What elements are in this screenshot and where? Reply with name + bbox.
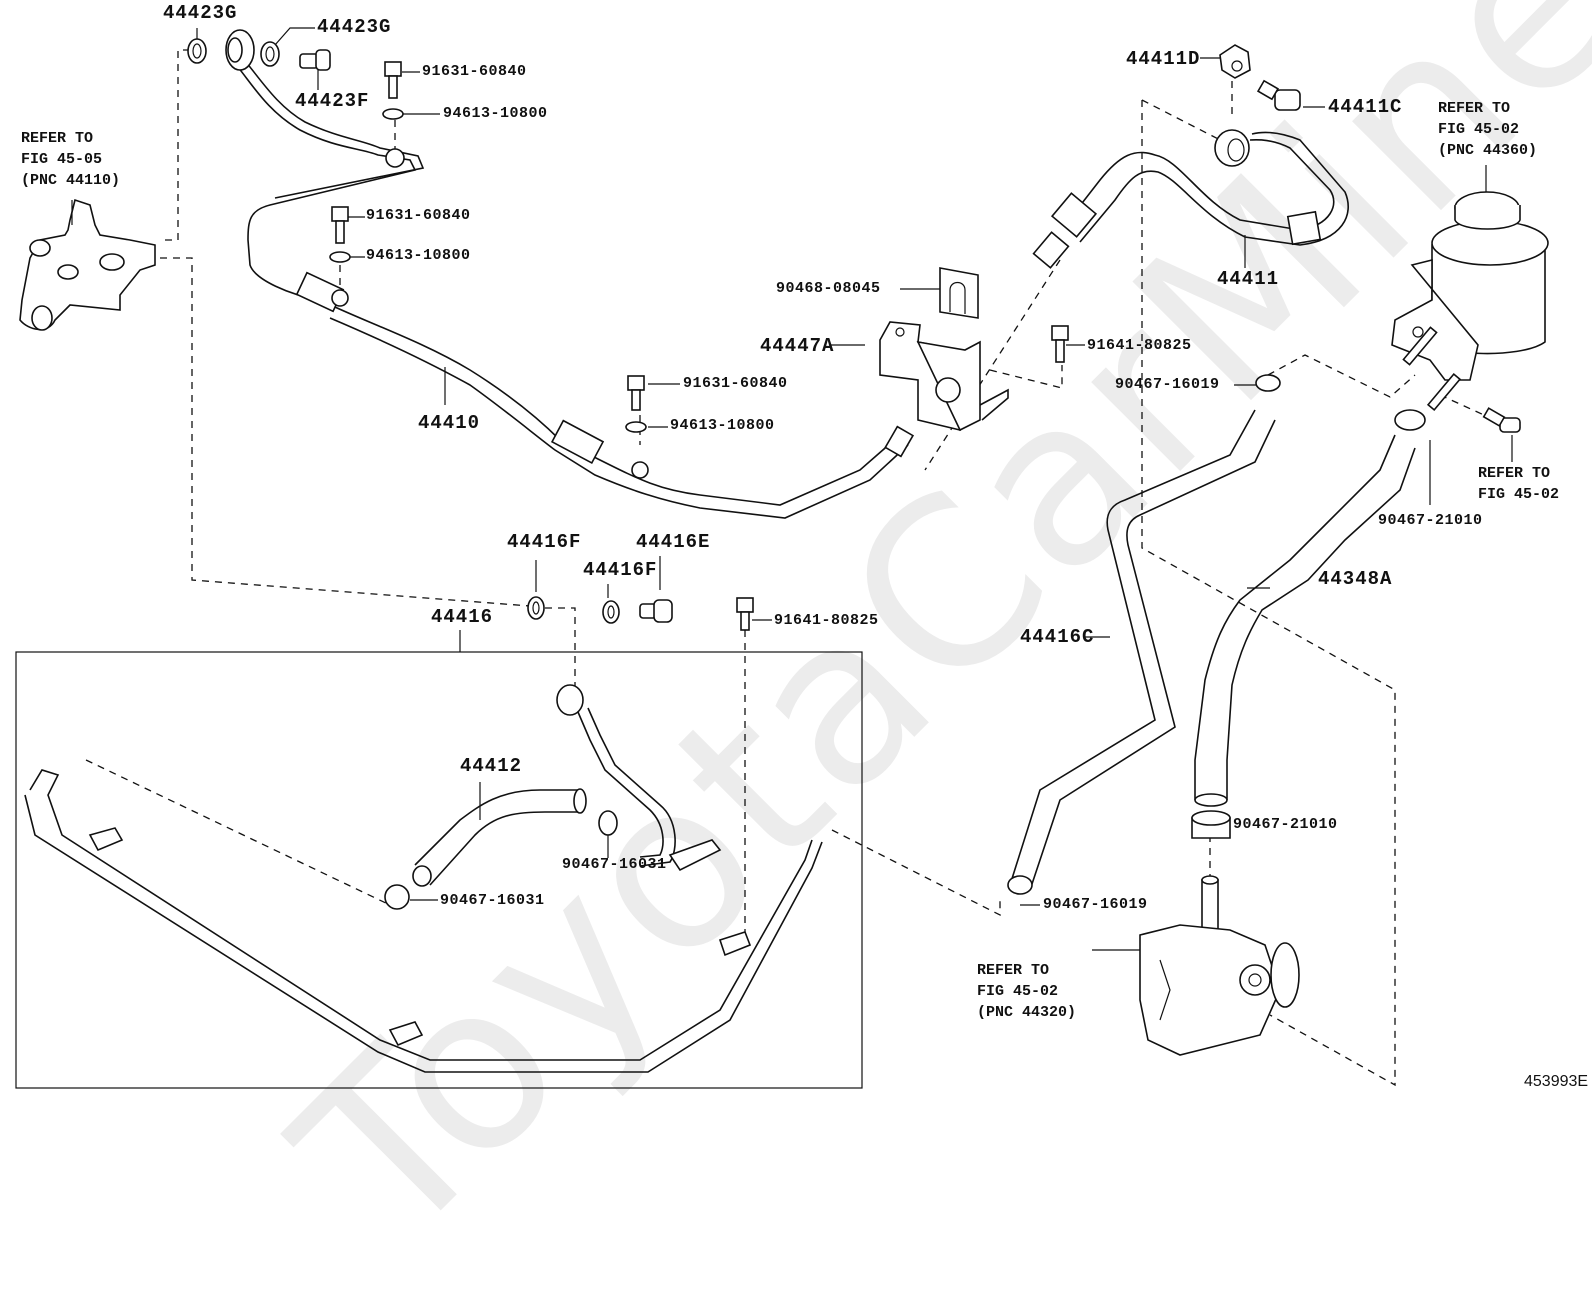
part-label-44447A[interactable]: 44447A [760,335,835,357]
bracket-44447A [879,267,1069,432]
assembly-44416-parts [24,596,823,1073]
power-steering-pump [1139,875,1300,1056]
part-label-90467-16019-a[interactable]: 90467-16019 [1115,376,1220,393]
part-label-90467-16031-a[interactable]: 90467-16031 [440,892,545,909]
part-label-44416C[interactable]: 44416C [1020,626,1095,648]
part-label-44423G-b[interactable]: 44423G [317,16,392,38]
part-label-91641-80825-a[interactable]: 91641-80825 [1087,337,1192,354]
part-label-44416E[interactable]: 44416E [636,531,711,553]
part-label-90467-16031-b[interactable]: 90467-16031 [562,856,667,873]
part-label-91641-80825-b[interactable]: 91641-80825 [774,612,879,629]
pressure-tube-44411 [1032,44,1349,269]
reference-note-gear-box: REFER TO FIG 45-05 (PNC 44110) [21,130,121,189]
part-label-44423G-a[interactable]: 44423G [163,2,238,24]
steering-gear-housing [19,198,156,331]
part-label-90467-21010-a[interactable]: 90467-21010 [1378,512,1483,529]
part-label-94613-10800-b[interactable]: 94613-10800 [366,247,471,264]
leader-lines [71,27,1513,951]
part-label-91631-60840-b[interactable]: 91631-60840 [366,207,471,224]
part-label-94613-10800-a[interactable]: 94613-10800 [443,105,548,122]
assembly-guide-lines [85,49,1496,1087]
part-label-44411[interactable]: 44411 [1217,268,1280,290]
part-label-90467-16019-b[interactable]: 90467-16019 [1043,896,1148,913]
figure-id: 453993E [1524,1073,1589,1090]
part-label-44410[interactable]: 44410 [418,412,481,434]
assembly-box-44416 [15,651,863,1089]
part-label-94613-10800-c[interactable]: 94613-10800 [670,417,775,434]
part-label-44416F-b[interactable]: 44416F [583,559,658,581]
pressure-tube-44410 [225,29,915,519]
part-label-44416[interactable]: 44416 [431,606,494,628]
suction-hose-44348A [1191,409,1426,839]
reference-note-reservoir-bolt: REFER TO FIG 45-02 [1478,465,1560,503]
part-label-91631-60840-c[interactable]: 91631-60840 [683,375,788,392]
part-label-90468-08045[interactable]: 90468-08045 [776,280,881,297]
reservoir-tank [1391,191,1549,433]
part-label-44411D[interactable]: 44411D [1126,48,1201,70]
parts-diagram [15,27,1549,1089]
return-hose-44416C [1007,374,1281,895]
part-label-44412[interactable]: 44412 [460,755,523,777]
reference-note-pump: REFER TO FIG 45-02 (PNC 44320) [977,962,1077,1021]
part-label-90467-21010-b[interactable]: 90467-21010 [1233,816,1338,833]
reference-note-reservoir: REFER TO FIG 45-02 (PNC 44360) [1438,100,1538,159]
part-label-44411C[interactable]: 44411C [1328,96,1403,118]
part-label-44423F[interactable]: 44423F [295,90,370,112]
gaskets-and-bolts-top-left [187,38,647,433]
part-label-44348A[interactable]: 44348A [1318,568,1393,590]
part-label-44416F-a[interactable]: 44416F [507,531,582,553]
part-label-91631-60840-a[interactable]: 91631-60840 [422,63,527,80]
